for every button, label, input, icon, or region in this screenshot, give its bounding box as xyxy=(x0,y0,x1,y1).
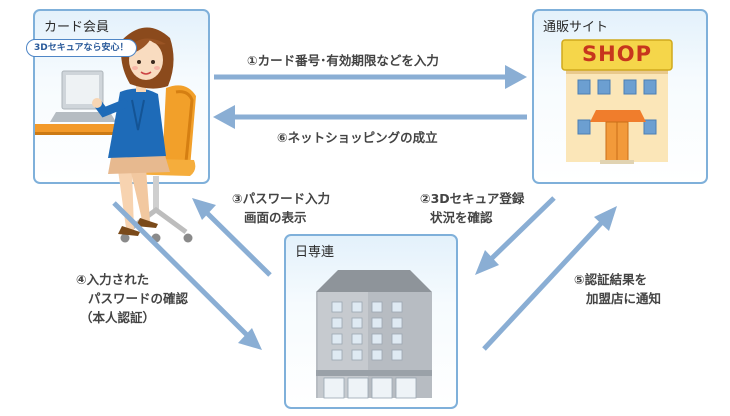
step-4-label: ④入力された パスワードの確認 （本人認証） xyxy=(76,270,188,327)
arrow-4 xyxy=(112,201,262,350)
speech-bubble: 3Dセキュアなら安心！ xyxy=(26,39,137,57)
nissenren-title: 日専連 xyxy=(295,245,335,260)
step-4-line-3: （本人認証） xyxy=(80,310,156,325)
step-6-label: ⑥ネットショッピングの成立 xyxy=(277,130,438,145)
arrow-5 xyxy=(482,206,617,351)
step-3-label: ③パスワード入力 画面の表示 xyxy=(232,189,330,227)
step-1-label: ①カード番号･有効期限などを入力 xyxy=(247,53,439,68)
step-2-line-2: 状況を確認 xyxy=(430,210,493,225)
step-5-line-2: 加盟店に通知 xyxy=(586,291,662,306)
arrow-2 xyxy=(475,196,556,275)
step-3-line-2: 画面の表示 xyxy=(244,210,307,225)
online-shop-title: 通販サイト xyxy=(543,20,609,35)
step-2-label: ②3Dセキュア登録 状況を確認 xyxy=(420,189,524,227)
arrow-1 xyxy=(214,65,527,89)
step-5-label: ⑤認証結果を 加盟店に通知 xyxy=(574,270,661,308)
step-2-line-1: ②3Dセキュア登録 xyxy=(420,191,525,206)
shop-sign: SHOP xyxy=(582,42,652,66)
arrow-3 xyxy=(192,198,272,277)
step-3-line-1: ③パスワード入力 xyxy=(232,191,331,206)
step-5-line-1: ⑤認証結果を xyxy=(574,272,648,287)
step-4-line-2: パスワードの確認 xyxy=(88,291,189,306)
step-4-line-1: ④入力された xyxy=(76,272,150,287)
card-member-title: カード会員 xyxy=(44,20,110,35)
arrow-6 xyxy=(213,105,527,129)
